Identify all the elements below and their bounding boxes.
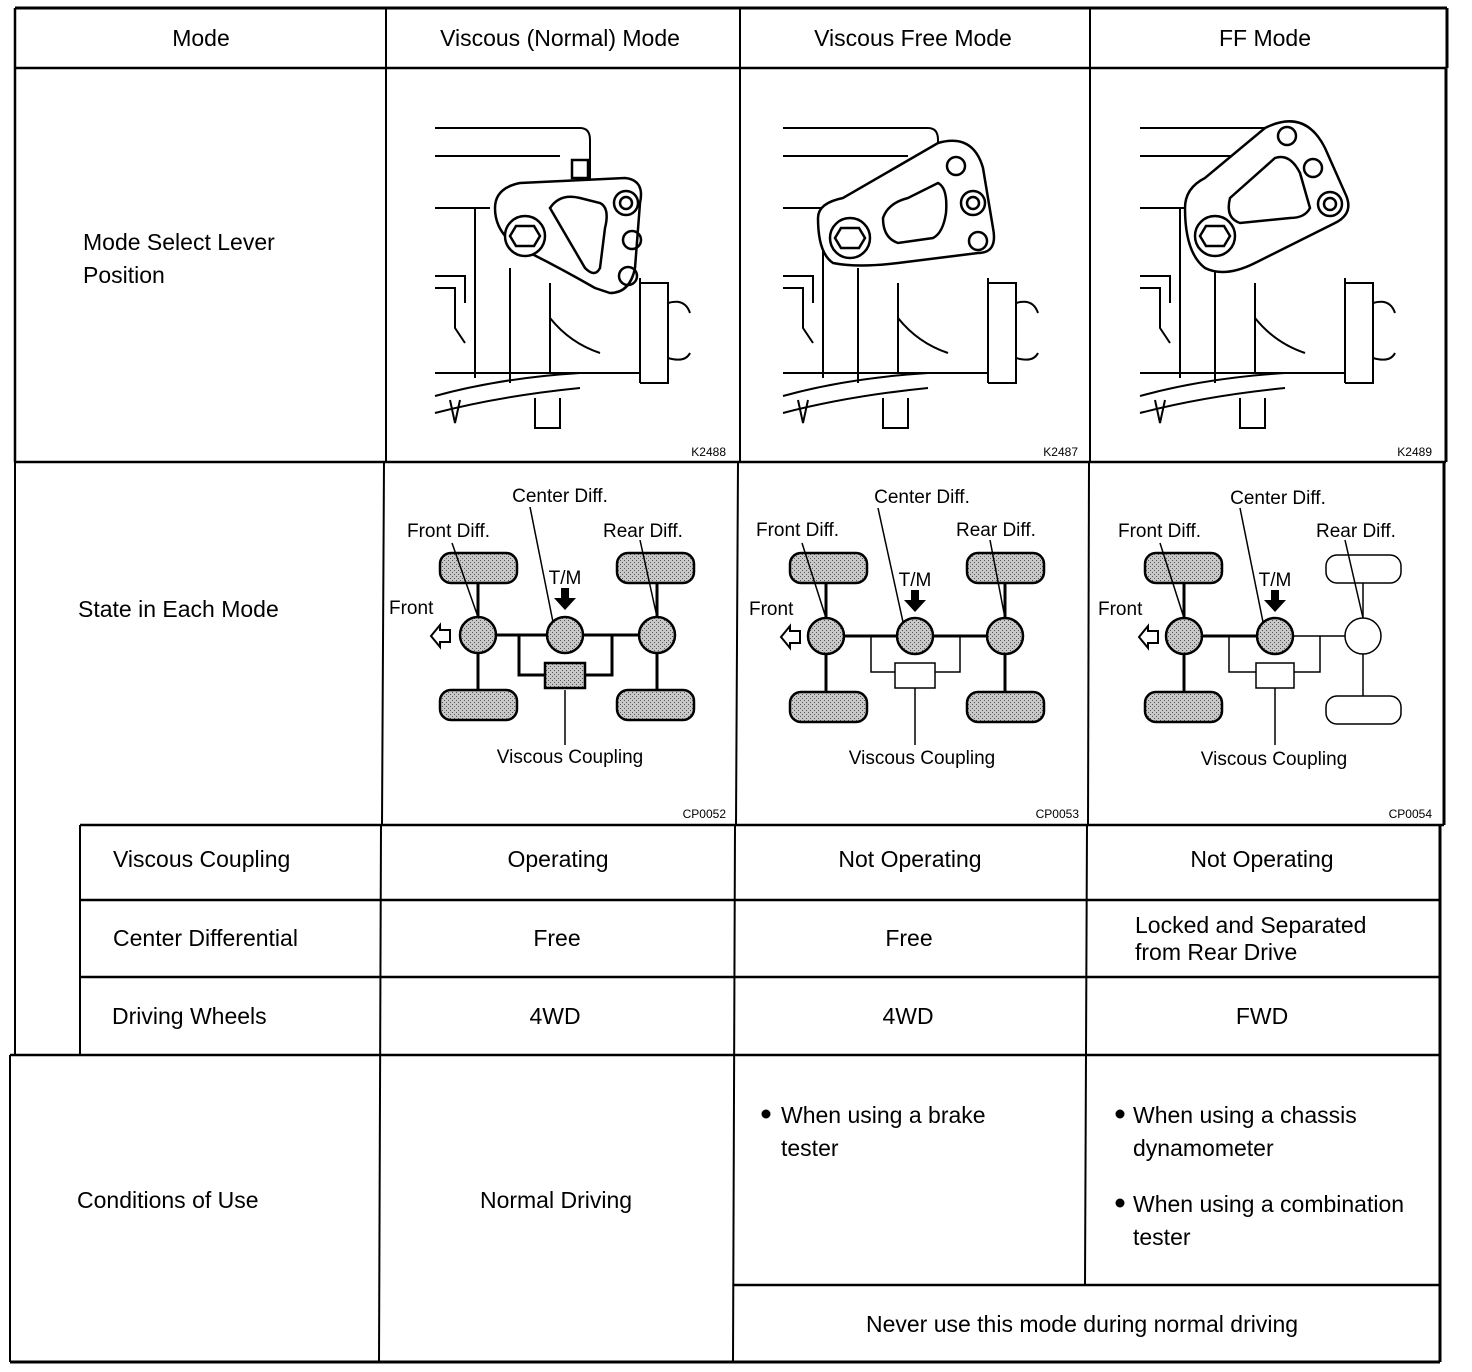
lever-illustration-ff [1139,120,1396,429]
condition-ff-1b: dynamometer [1133,1135,1274,1161]
label-rear-diff: Rear Diff. [1316,521,1396,542]
condition-ff-2b: tester [1133,1224,1191,1250]
rear-wheel-top [965,551,1046,585]
front-wheel-bottom [1143,690,1224,724]
label-center-diff: Center Diff. [874,487,970,508]
row-label-conditions: Conditions of Use [77,1187,259,1213]
label-tm: T/M [549,568,582,589]
header-viscous-free: Viscous Free Mode [814,25,1012,51]
bullet-icon [761,1109,771,1119]
lever-code-free: K2487 [1043,445,1078,459]
label-front-diff: Front Diff. [1118,521,1201,542]
drivetrain-diagram-free: Center Diff. Front Diff. Rear Diff. T/M … [749,487,1079,821]
front-wheel-bottom [788,690,869,724]
center-diff-node [545,615,585,655]
rear-diff-node [1344,617,1382,655]
front-wheel-top [788,551,869,585]
value-viscous-coupling-free: Not Operating [838,846,981,872]
condition-free-2: tester [781,1135,839,1161]
label-viscous-coupling: Viscous Coupling [1201,749,1347,770]
row-label-lever-1: Mode Select Lever [83,229,275,255]
rear-diff-node [985,616,1025,656]
condition-ff-1a: When using a chassis [1133,1102,1357,1128]
rear-diff-node [637,615,677,655]
header-viscous-normal: Viscous (Normal) Mode [440,25,680,51]
value-center-diff-ff-2: from Rear Drive [1135,939,1297,965]
front-wheel-bottom [438,688,519,722]
rear-wheel-bottom [1325,695,1402,725]
header-ff-mode: FF Mode [1219,25,1311,51]
label-viscous-coupling: Viscous Coupling [497,747,643,768]
value-viscous-coupling-normal: Operating [507,846,608,872]
condition-normal: Normal Driving [480,1187,632,1213]
center-diff-node [895,616,935,656]
lever-code-normal: K2488 [691,445,726,459]
row-label-viscous-coupling: Viscous Coupling [113,846,290,872]
rear-wheel-top [615,551,696,585]
table-grid [9,6,1449,1364]
viscous-coupling-box [1255,662,1295,689]
viscous-coupling-box [894,662,936,689]
front-diff-node [458,615,498,655]
value-center-diff-normal: Free [533,925,580,951]
label-viscous-coupling: Viscous Coupling [849,748,995,769]
lever-illustration-free [782,127,1039,429]
rear-wheel-bottom [965,690,1046,724]
row-label-driving-wheels: Driving Wheels [112,1003,267,1029]
value-center-diff-ff-1: Locked and Separated [1135,912,1366,938]
label-front: Front [749,599,794,620]
viscous-coupling-box [543,661,587,690]
front-arrow-icon [429,622,451,650]
rear-wheel-top [1325,554,1402,584]
diagram-code-normal: CP0052 [683,807,727,821]
condition-ff-2a: When using a combination [1133,1191,1404,1217]
front-diff-node [1164,616,1204,656]
front-wheel-top [438,551,519,585]
value-driving-wheels-ff: FWD [1236,1003,1288,1029]
lever-illustration-normal [434,127,691,429]
bullet-icon [1115,1198,1125,1208]
diagram-code-free: CP0053 [1036,807,1080,821]
row-label-state: State in Each Mode [78,596,279,622]
label-center-diff: Center Diff. [512,486,608,507]
label-rear-diff: Rear Diff. [603,521,683,542]
condition-note: Never use this mode during normal drivin… [866,1311,1298,1337]
drivetrain-diagram-ff: Center Diff. Front Diff. Rear Diff. T/M … [1098,488,1432,821]
rear-wheel-bottom [615,688,696,722]
drivetrain-diagram-normal: Center Diff. Front Diff. Rear Diff. T/M … [389,486,726,821]
label-front: Front [1098,599,1143,620]
row-label-center-differential: Center Differential [113,925,298,951]
condition-free-1: When using a brake [781,1102,986,1128]
front-wheel-top [1143,551,1224,585]
diagram-code-ff: CP0054 [1389,807,1433,821]
down-arrow-icon [554,588,576,610]
value-center-diff-free: Free [885,925,932,951]
value-driving-wheels-normal: 4WD [529,1003,580,1029]
label-front-diff: Front Diff. [756,520,839,541]
label-tm: T/M [1259,570,1292,591]
down-arrow-icon [1264,590,1286,612]
front-diff-node [806,616,846,656]
label-center-diff: Center Diff. [1230,488,1326,509]
front-arrow-icon [1137,623,1159,651]
label-rear-diff: Rear Diff. [956,520,1036,541]
down-arrow-icon [904,590,926,612]
lever-code-ff: K2489 [1397,445,1432,459]
row-label-lever-2: Position [83,262,165,288]
value-driving-wheels-free: 4WD [882,1003,933,1029]
bullet-icon [1115,1109,1125,1119]
label-front-diff: Front Diff. [407,521,490,542]
header-mode: Mode [172,25,230,51]
value-viscous-coupling-ff: Not Operating [1190,846,1333,872]
front-arrow-icon [779,623,801,651]
center-diff-node [1255,616,1295,656]
label-tm: T/M [899,570,932,591]
label-front: Front [389,598,434,619]
